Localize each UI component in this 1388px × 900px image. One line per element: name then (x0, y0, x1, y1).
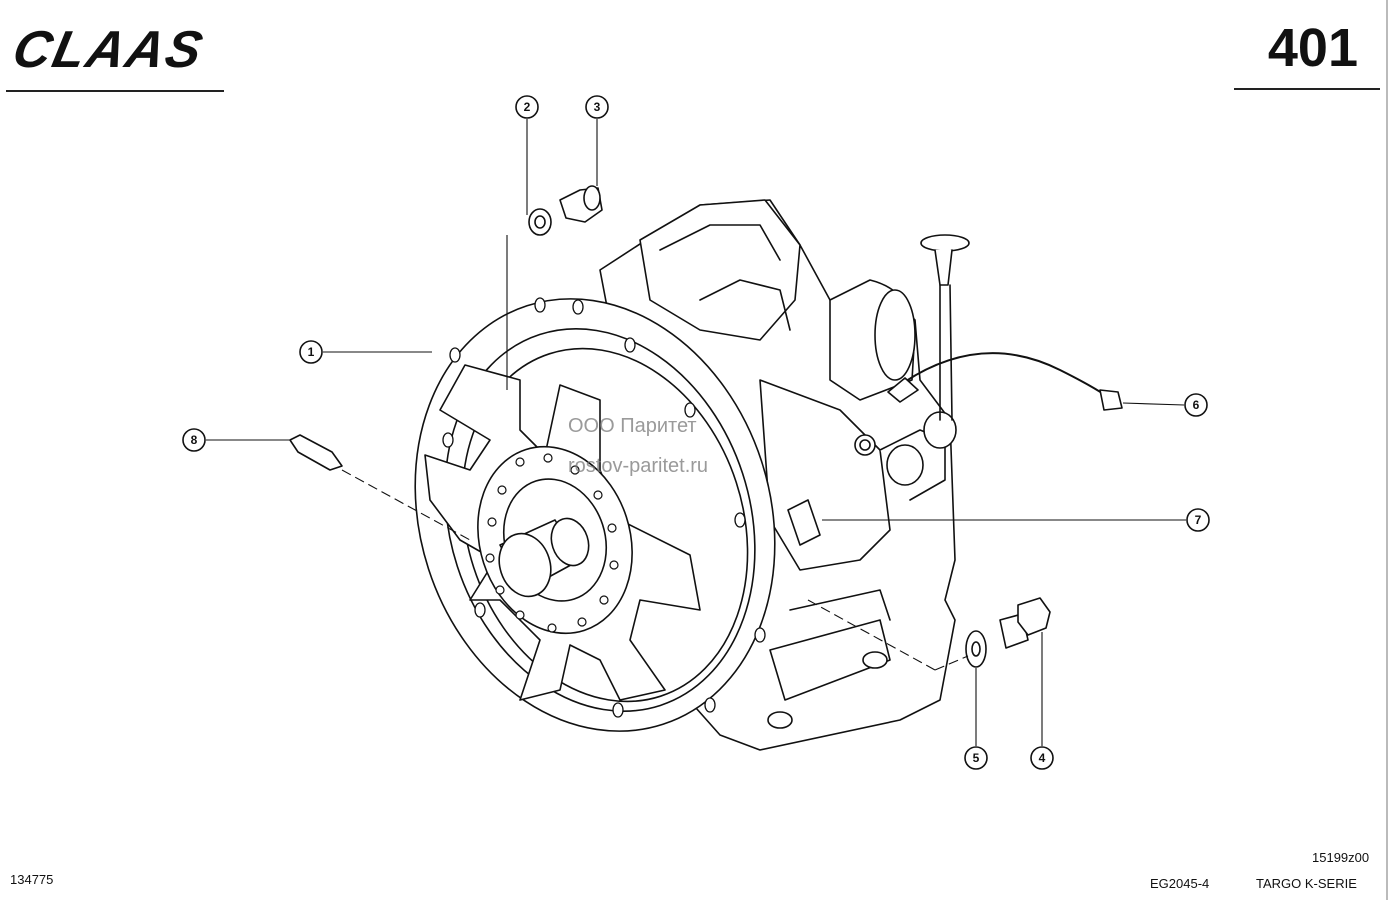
watermark-company: ООО Паритет (568, 415, 697, 437)
footer-drawing-code: 15199z00 (1312, 850, 1370, 865)
pressure-sensor (787, 499, 821, 546)
header-rule-left (6, 90, 224, 92)
callout-3: 3 (585, 95, 609, 119)
watermark-url: rostov-paritet.ru (568, 455, 709, 477)
hub-holes (485, 453, 619, 633)
footer-series: TARGO K-SERIE (1256, 876, 1357, 891)
callout-7: 7 (1186, 508, 1210, 532)
header-rule-right (1234, 88, 1380, 90)
svg-text:5: 5 (973, 751, 980, 765)
housing-top-cover (639, 199, 801, 341)
sensor-cable (899, 352, 1106, 396)
callout-6: 6 (1184, 393, 1208, 417)
svg-text:1: 1 (308, 345, 315, 359)
callout-5: 5 (964, 746, 988, 770)
dipstick-handle (920, 234, 970, 252)
callout-2: 2 (515, 95, 539, 119)
page-number: 401 (1267, 18, 1358, 78)
svg-text:8: 8 (191, 433, 198, 447)
svg-text:7: 7 (1195, 513, 1202, 527)
callout-8: 8 (182, 428, 206, 452)
callout-4: 4 (1030, 746, 1054, 770)
footer-doc-code: EG2045-4 (1150, 876, 1210, 891)
flange-bolt-holes (442, 297, 766, 718)
svg-text:3: 3 (594, 100, 601, 114)
svg-text:4: 4 (1039, 751, 1046, 765)
footer-left-code: 134775 (10, 872, 54, 887)
frame-edge (1386, 0, 1388, 900)
part-8-stud (289, 434, 343, 471)
housing-foot (769, 619, 891, 701)
dipstick-tube (939, 284, 953, 421)
svg-text:6: 6 (1193, 398, 1200, 412)
svg-text:2: 2 (524, 100, 531, 114)
callout-1: 1 (299, 340, 323, 364)
